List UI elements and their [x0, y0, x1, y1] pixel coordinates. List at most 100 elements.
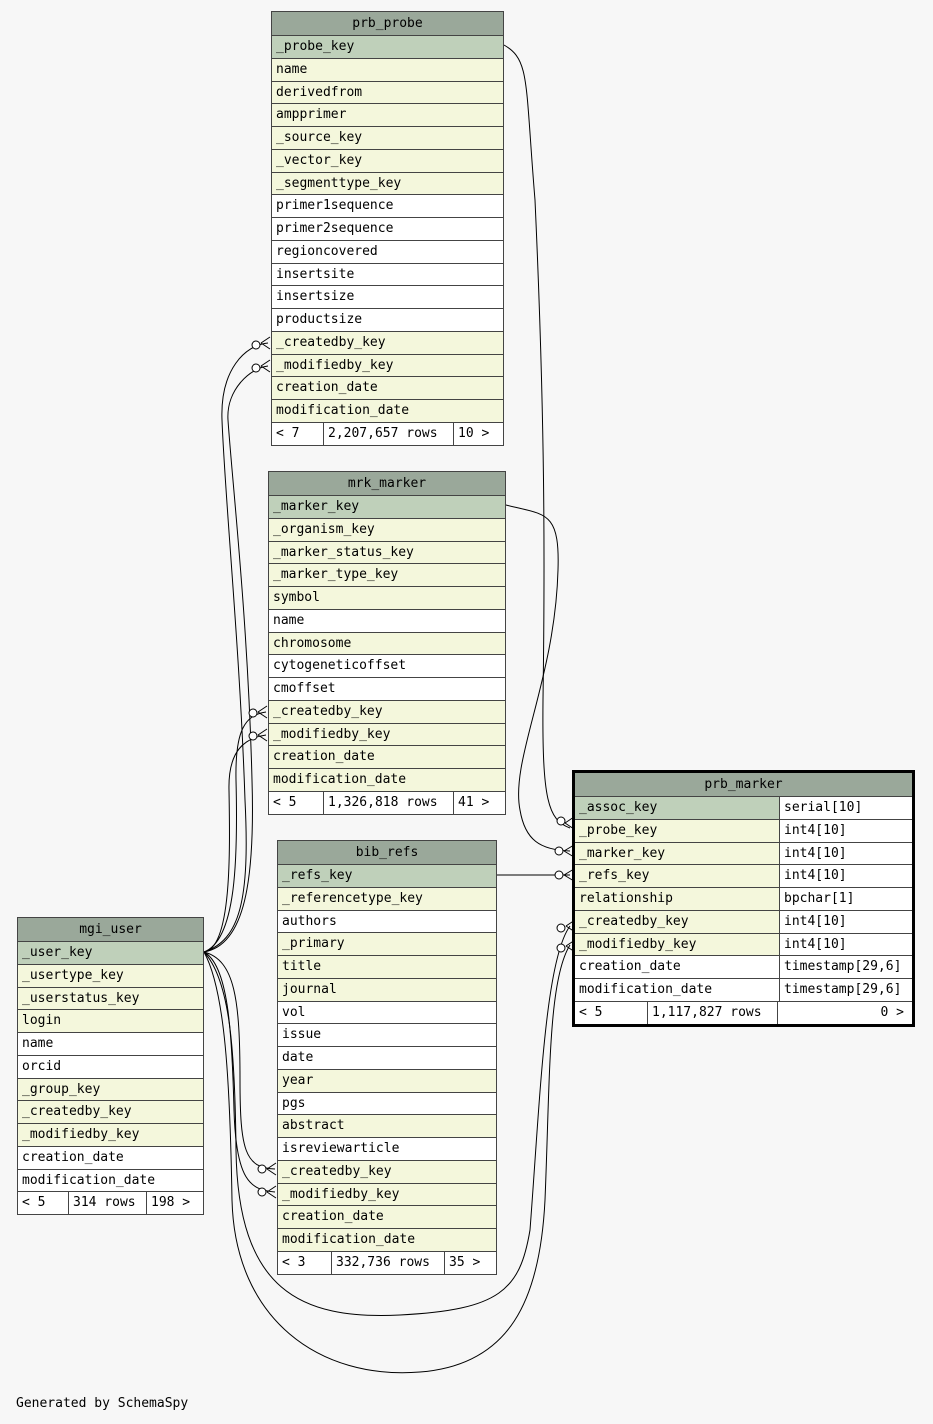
- table-mgi-user[interactable]: mgi_user _user_key_usertype_key_userstat…: [17, 917, 204, 1216]
- column-row[interactable]: _marker_key: [269, 496, 505, 519]
- column-row[interactable]: pgs: [278, 1092, 496, 1116]
- column-row[interactable]: name: [269, 609, 505, 633]
- column-name: creation_date: [273, 749, 375, 765]
- column-name: _userstatus_key: [22, 990, 140, 1006]
- column-row[interactable]: insertsize: [272, 286, 503, 309]
- column-row[interactable]: _modifiedby_key: [269, 723, 505, 747]
- edge-user-probe-created: [203, 342, 269, 953]
- table-header: bib_refs: [278, 841, 496, 865]
- column-type: int4[10]: [779, 933, 912, 956]
- column-row[interactable]: creation_date: [269, 746, 505, 769]
- column-row[interactable]: _userstatus_key: [18, 987, 203, 1011]
- column-name: _usertype_key: [22, 967, 124, 983]
- column-row[interactable]: primer2sequence: [272, 218, 503, 241]
- column-row[interactable]: creation_date: [18, 1146, 203, 1170]
- column-row[interactable]: derivedfrom: [272, 81, 503, 105]
- column-row[interactable]: _marker_status_key: [269, 541, 505, 565]
- column-row[interactable]: _primary: [278, 933, 496, 956]
- column-row[interactable]: _marker_type_key: [269, 564, 505, 587]
- column-row[interactable]: _createdby_key: [272, 331, 503, 355]
- column-row[interactable]: cmoffset: [269, 678, 505, 701]
- parents-count[interactable]: < 5: [269, 791, 324, 814]
- column-row[interactable]: _organism_key: [269, 518, 505, 542]
- column-row[interactable]: name: [272, 58, 503, 82]
- column-row[interactable]: _source_key: [272, 127, 503, 150]
- column-row[interactable]: primer1sequence: [272, 195, 503, 218]
- column-name: _marker_status_key: [273, 544, 414, 560]
- column-row[interactable]: insertsite: [272, 263, 503, 287]
- column-name: cytogeneticoffset: [273, 658, 407, 674]
- parents-count[interactable]: < 5: [575, 1001, 648, 1024]
- parents-count[interactable]: < 5: [18, 1192, 69, 1215]
- parents-count[interactable]: < 3: [278, 1251, 332, 1274]
- column-row[interactable]: modification_date: [272, 400, 503, 423]
- column-name: _marker_type_key: [273, 567, 399, 583]
- column-row[interactable]: _segmenttype_key: [272, 172, 503, 196]
- children-count[interactable]: 198 >: [151, 1195, 191, 1211]
- column-row[interactable]: _createdby_key: [18, 1101, 203, 1124]
- column-row[interactable]: chromosome: [269, 632, 505, 656]
- column-row[interactable]: year: [278, 1069, 496, 1093]
- column-name: _modifiedby_key: [282, 1186, 400, 1202]
- column-row[interactable]: creation_date: [278, 1206, 496, 1229]
- column-row[interactable]: cytogeneticoffset: [269, 655, 505, 678]
- table-footer: < 7 2,207,657 rows 10 >: [272, 422, 503, 445]
- column-row[interactable]: productsize: [272, 309, 503, 332]
- column-row[interactable]: abstract: [278, 1115, 496, 1138]
- column-row[interactable]: title: [278, 956, 496, 979]
- column-row[interactable]: login: [18, 1010, 203, 1033]
- column-row[interactable]: _modifiedby_key: [272, 354, 503, 378]
- parents-count[interactable]: < 7: [272, 422, 324, 445]
- column-name: name: [22, 1036, 54, 1051]
- column-name: primer1sequence: [276, 198, 394, 214]
- column-row[interactable]: modification_date: [18, 1169, 203, 1193]
- column-row[interactable]: vol: [278, 1001, 496, 1025]
- column-row[interactable]: issue: [278, 1024, 496, 1047]
- column-row[interactable]: _refs_key: [278, 865, 496, 888]
- children-count[interactable]: 35 >: [449, 1254, 481, 1270]
- children-count[interactable]: 10 >: [458, 425, 490, 441]
- row-count: 314 rows: [69, 1192, 147, 1215]
- column-row[interactable]: isreviewarticle: [278, 1138, 496, 1161]
- column-row[interactable]: journal: [278, 978, 496, 1002]
- column-row[interactable]: _usertype_key: [18, 964, 203, 988]
- column-row[interactable]: date: [278, 1047, 496, 1070]
- column-row[interactable]: _createdby_key: [269, 700, 505, 724]
- column-row[interactable]: authors: [278, 910, 496, 934]
- column-row[interactable]: ampprimer: [272, 104, 503, 127]
- table-mrk-marker[interactable]: mrk_marker _marker_key_organism_key_mark…: [268, 471, 506, 815]
- children-count[interactable]: 41 >: [458, 794, 490, 810]
- column-row[interactable]: modification_date: [278, 1229, 496, 1252]
- column-row[interactable]: orcid: [18, 1055, 203, 1079]
- column-row[interactable]: _referencetype_key: [278, 887, 496, 911]
- column-row[interactable]: _vector_key: [272, 149, 503, 173]
- children-count[interactable]: 0 >: [880, 1004, 904, 1020]
- column-row[interactable]: _user_key: [18, 942, 203, 965]
- column-row[interactable]: _modifiedby_key: [18, 1124, 203, 1147]
- column-name: name: [273, 612, 305, 628]
- column-row[interactable]: _createdby_key: [278, 1160, 496, 1184]
- column-row[interactable]: _group_key: [18, 1078, 203, 1102]
- column-row[interactable]: _modifiedby_key: [278, 1183, 496, 1207]
- column-row[interactable]: name: [18, 1033, 203, 1056]
- column-row[interactable]: _probe_key: [272, 36, 503, 59]
- column-name: name: [276, 61, 308, 77]
- column-row[interactable]: modification_date: [269, 769, 505, 792]
- column-row[interactable]: regioncovered: [272, 240, 503, 264]
- column-name: cmoffset: [273, 681, 336, 696]
- column-row[interactable]: creation_date: [272, 377, 503, 400]
- column-row[interactable]: symbol: [269, 587, 505, 610]
- edge-probe-key: [503, 44, 571, 829]
